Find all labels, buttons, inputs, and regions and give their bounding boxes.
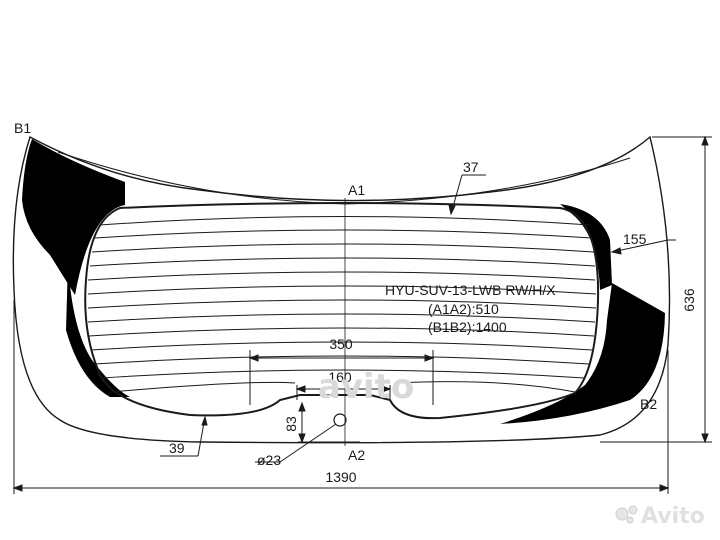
overall-width-dimension [12, 300, 670, 494]
hole-leader [279, 423, 337, 463]
heated-area-outline [84, 202, 600, 420]
side-band-value: 155 [623, 231, 647, 247]
point-b2-label: B2 [640, 396, 657, 412]
notch-width-value: 160 [328, 369, 352, 385]
wiper-hole [333, 413, 347, 427]
frit-lower-left [66, 262, 130, 397]
overall-width-value: 1390 [325, 469, 356, 485]
side-band-dimension [610, 239, 676, 255]
bottom-band-dimension [160, 415, 208, 457]
glass-outline [12, 135, 671, 444]
overall-height-dimension [600, 135, 712, 444]
frit-upper-left [22, 139, 125, 295]
notch-height-value: 83 [283, 416, 299, 432]
notch-height-dimension [298, 401, 360, 444]
top-band-dimension [448, 174, 486, 216]
heater-width-dimension [248, 350, 435, 405]
overall-height-value: 636 [681, 288, 697, 312]
top-band-value: 37 [463, 159, 479, 175]
center-watermark: avito [318, 367, 414, 407]
heater-width-value: 350 [329, 336, 353, 352]
glass-top-inner-line [57, 151, 631, 205]
point-a2-label: A2 [348, 447, 365, 463]
product-code: HYU-SUV-13-LWB RW/H/X [385, 282, 556, 298]
point-b1-label: B1 [14, 120, 31, 136]
heater-grid-lines [87, 216, 597, 393]
avito-brand-text: Avito [641, 504, 705, 529]
frit-upper-right [560, 204, 612, 290]
frit-lower-right [500, 283, 665, 424]
hole-diameter-value: ø23 [257, 452, 281, 468]
avito-logo: Avito [615, 504, 705, 529]
point-a1-label: A1 [348, 182, 365, 198]
product-b1b2: (B1B2):1400 [428, 319, 507, 335]
product-a1a2: (A1A2):510 [428, 301, 499, 317]
avito-logo-icon [615, 507, 629, 521]
bottom-band-value: 39 [169, 440, 185, 456]
notch-width-dimension [295, 385, 392, 400]
